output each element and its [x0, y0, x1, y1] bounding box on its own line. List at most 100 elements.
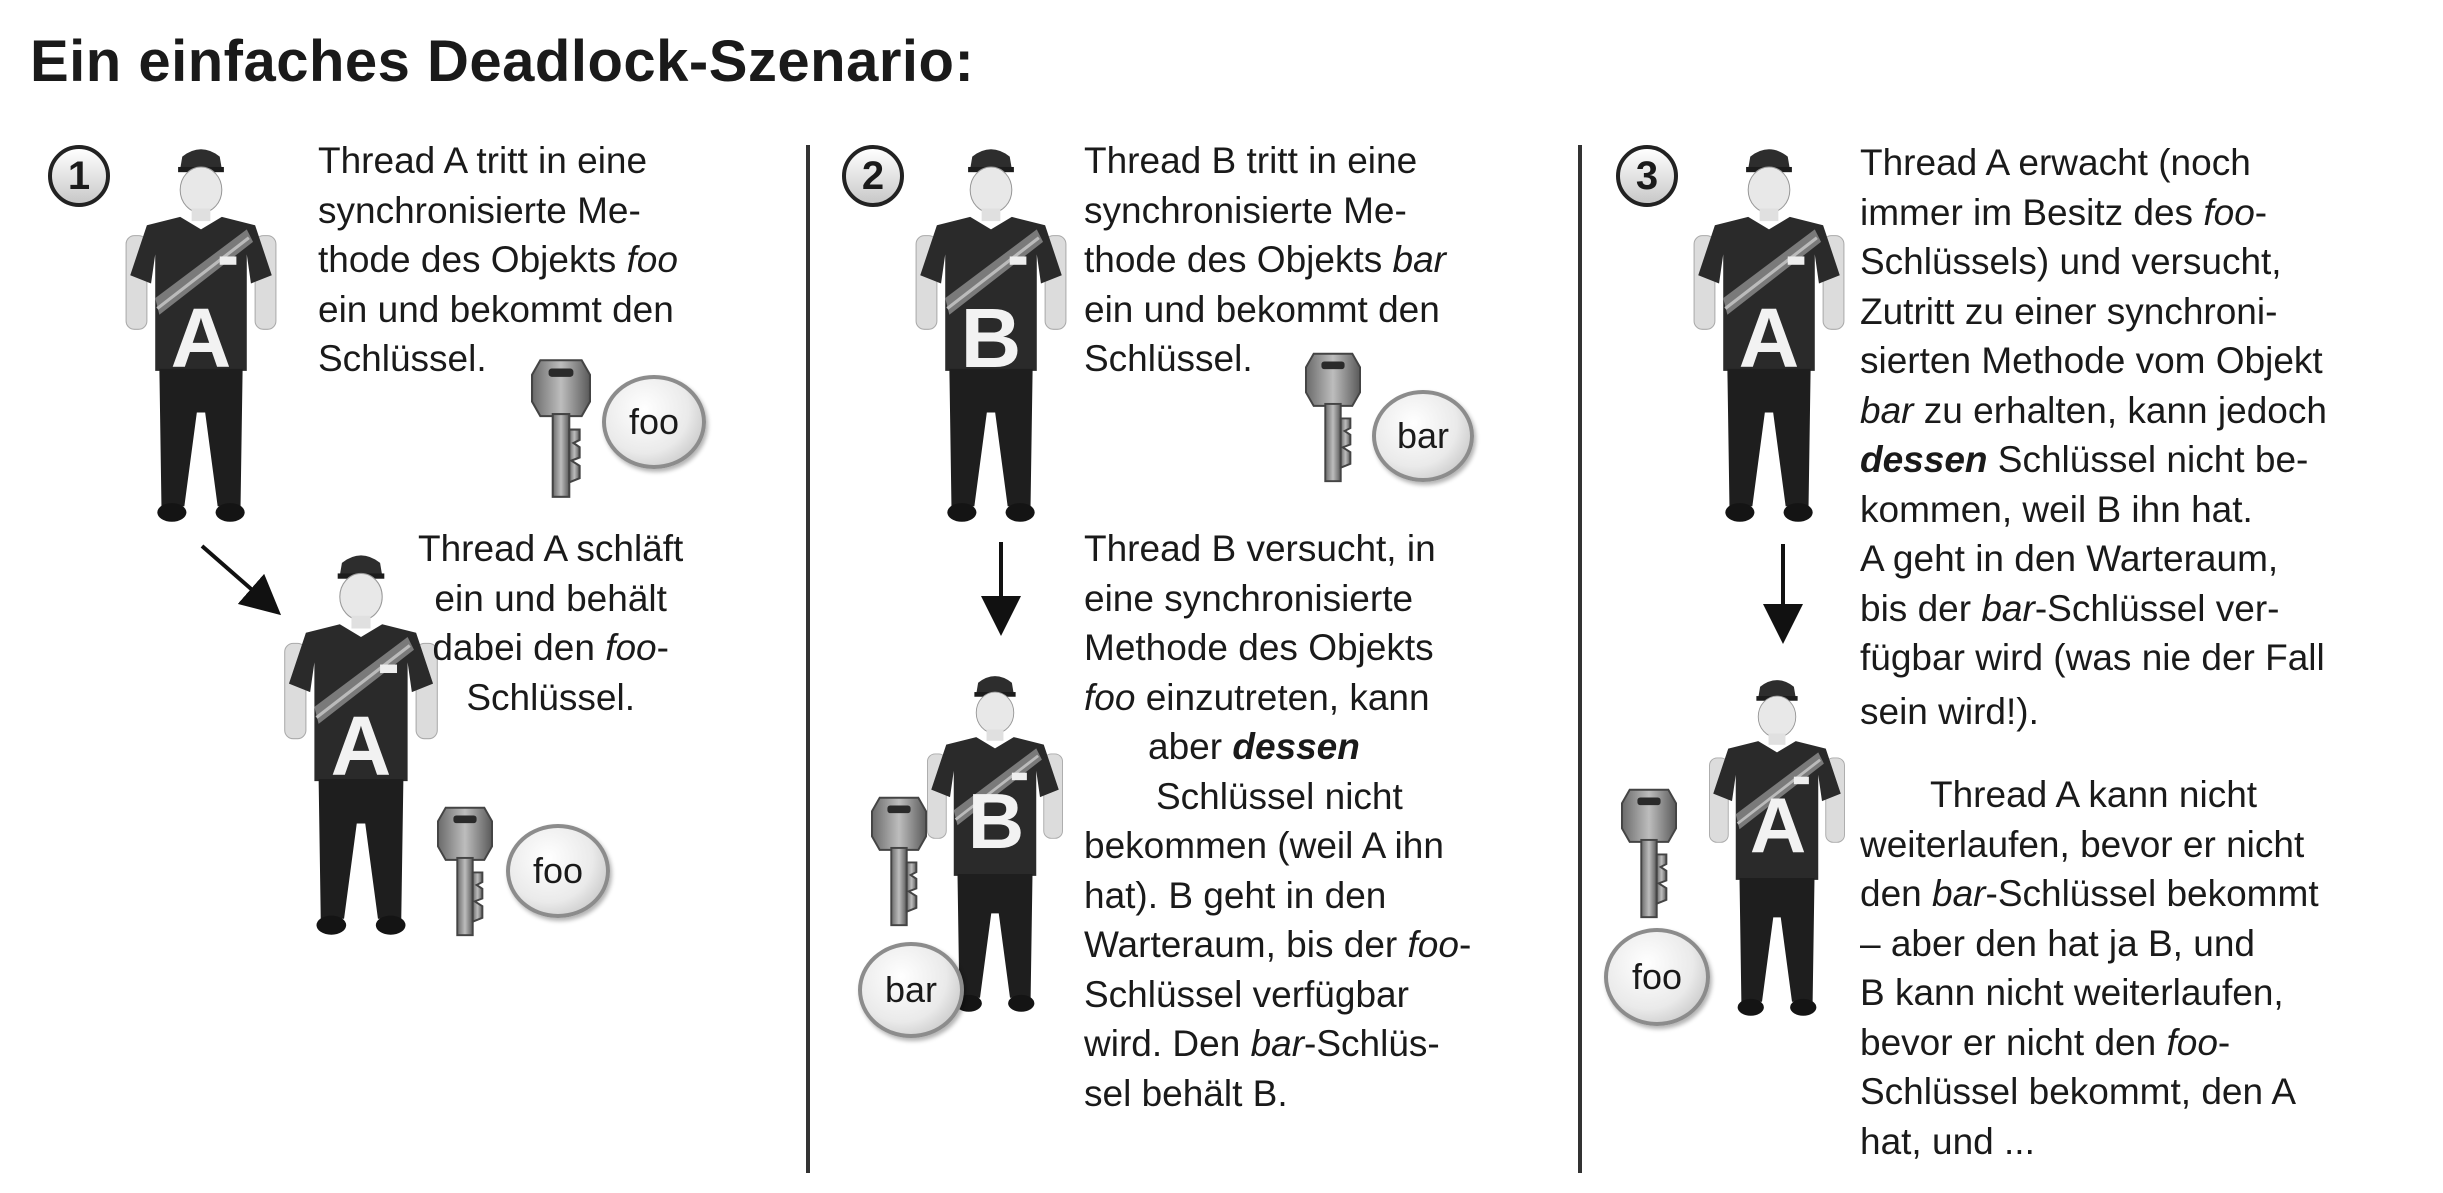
- text-line: Schlüssel bekommt, den A: [1860, 1071, 2296, 1112]
- text-fragment: Warteraum, bis der: [1084, 924, 1408, 965]
- text-line: Thread A kann nicht: [1930, 774, 2258, 815]
- object-name: foo: [605, 627, 657, 668]
- text-line: Zutritt zu einer synchroni-: [1860, 290, 2278, 332]
- text-fragment: wird. Den: [1084, 1023, 1251, 1064]
- object-name: bar: [1981, 587, 2035, 629]
- text-fragment: zu erhalten, kann jedoch: [1913, 389, 2327, 431]
- text-line: hat). B geht in den: [1084, 874, 1387, 916]
- text-line: weiterlaufen, bevor er nicht: [1860, 823, 2305, 865]
- key-icon: [1616, 782, 1682, 927]
- text-line: sierten Methode vom Objekt: [1860, 340, 2323, 381]
- text-line: Methode des Objekts: [1084, 627, 1434, 668]
- text-line: Schlüssel.: [466, 676, 635, 718]
- emphasis-text: dessen: [1860, 439, 1988, 480]
- person-letter: A: [330, 699, 392, 793]
- step-2-text-bottom: Thread B versucht, in eine synchronisier…: [1084, 524, 1471, 1118]
- object-name: foo: [1084, 676, 1136, 718]
- step-1-text-bottom: Thread A schläft ein und behält dabei de…: [418, 524, 683, 722]
- object-name: bar: [1392, 239, 1447, 280]
- person-icon: A: [112, 142, 290, 532]
- text-fragment: -Schlüs-: [1304, 1023, 1440, 1064]
- text-line: – aber den hat ja B, und: [1860, 922, 2255, 964]
- text-fragment: immer im Besitz des: [1860, 191, 2204, 233]
- key-icon: [866, 790, 932, 935]
- step-number-1: 1: [48, 145, 110, 207]
- text-line: synchronisierte Me-: [1084, 189, 1407, 231]
- person-icon: B: [902, 142, 1080, 532]
- key-icon: [432, 800, 498, 945]
- key-label-badge: bar: [858, 942, 964, 1038]
- text-line: B kann nicht weiterlaufen,: [1860, 972, 2284, 1013]
- arrow-icon: [1763, 542, 1803, 647]
- text-line: synchronisierte Me-: [318, 189, 641, 231]
- person-icon: A: [272, 548, 450, 945]
- arrow-icon: [981, 540, 1021, 636]
- text-line: Thread B versucht, in: [1084, 528, 1436, 569]
- key-label-badge: foo: [602, 375, 706, 469]
- text-line: Thread A schläft: [418, 528, 684, 569]
- text-fragment: aber: [1148, 726, 1233, 767]
- object-name: bar: [1860, 389, 1914, 431]
- person-icon: A: [1702, 654, 1852, 1045]
- text-fragment: bevor er nicht den: [1860, 1021, 2167, 1063]
- text-fragment: thode des Objekts: [318, 239, 627, 280]
- key-label-badge: bar: [1372, 390, 1474, 482]
- person-icon: A: [1680, 142, 1858, 532]
- object-name: foo: [2203, 191, 2255, 233]
- key-label-badge: foo: [506, 824, 610, 918]
- text-fragment: -: [1458, 924, 1472, 965]
- text-line: bekommen (weil A ihn: [1084, 825, 1444, 866]
- text-fragment: bis der: [1860, 587, 1982, 629]
- step-number-2: 2: [842, 145, 904, 207]
- text-line: Thread A erwacht (noch: [1860, 142, 2251, 183]
- person-letter: A: [1738, 291, 1800, 385]
- text-line: fügbar wird (was nie der Fall: [1860, 637, 2325, 678]
- text-line: kommen, weil B ihn hat.: [1860, 488, 2253, 530]
- text-fragment: -: [2254, 191, 2268, 233]
- arrow-icon: [196, 540, 286, 625]
- text-fragment: den: [1860, 873, 1933, 914]
- step-3-text-top: Thread A erwacht (noch immer im Besitz d…: [1860, 138, 2327, 736]
- page-title: Ein einfaches Deadlock-Szenario:: [30, 29, 975, 94]
- text-fragment: -: [2217, 1021, 2231, 1063]
- step-number-3: 3: [1616, 145, 1678, 207]
- text-line: ein und bekommt den: [1084, 288, 1440, 330]
- text-line: Thread B tritt in eine: [1084, 140, 1418, 181]
- text-fragment: -Schlüssel bekommt: [1985, 873, 2319, 914]
- text-line: hat, und ...: [1860, 1120, 2035, 1162]
- step-3-text-bottom: Thread A kann nicht weiterlaufen, bevor …: [1860, 770, 2319, 1166]
- emphasis-text: dessen: [1232, 726, 1360, 767]
- text-line: eine synchronisierte: [1084, 577, 1414, 619]
- object-name: foo: [1407, 924, 1459, 965]
- text-line: A geht in den Warteraum,: [1860, 538, 2279, 579]
- text-line: Schlüssels) und versucht,: [1860, 241, 2282, 282]
- object-name: foo: [626, 239, 678, 280]
- person-letter: B: [967, 777, 1025, 865]
- text-line: Schlüssel nicht: [1156, 775, 1403, 817]
- person-letter: B: [960, 291, 1022, 385]
- person-icon: B: [920, 650, 1070, 1041]
- person-letter: A: [170, 291, 232, 385]
- text-fragment: Schlüssel nicht be-: [1987, 439, 2309, 480]
- text-line: Thread A tritt in eine: [318, 140, 648, 181]
- column-divider-1: [806, 145, 810, 1173]
- person-letter: A: [1749, 781, 1807, 869]
- column-divider-2: [1578, 145, 1582, 1173]
- key-label-badge: foo: [1604, 928, 1710, 1026]
- text-line: Schlüssel verfügbar: [1084, 973, 1409, 1015]
- key-icon: [528, 352, 594, 507]
- text-fragment: -Schlüssel ver-: [2034, 587, 2280, 629]
- text-line: ein und behält: [434, 577, 667, 619]
- text-fragment: -: [656, 627, 669, 668]
- text-line: sein wird!).: [1860, 690, 2039, 732]
- text-line: ein und bekommt den: [318, 288, 674, 330]
- text-fragment: thode des Objekts: [1084, 239, 1393, 280]
- text-line: Schlüssel.: [318, 338, 487, 379]
- step-1-text-top: Thread A tritt in eine synchronisierte M…: [318, 136, 678, 384]
- text-fragment: dabei den: [432, 627, 606, 668]
- text-line: sel behält B.: [1084, 1072, 1288, 1114]
- object-name: foo: [2166, 1021, 2218, 1063]
- text-line: Schlüssel.: [1084, 338, 1253, 379]
- key-icon: [1300, 346, 1366, 491]
- object-name: bar: [1932, 873, 1986, 914]
